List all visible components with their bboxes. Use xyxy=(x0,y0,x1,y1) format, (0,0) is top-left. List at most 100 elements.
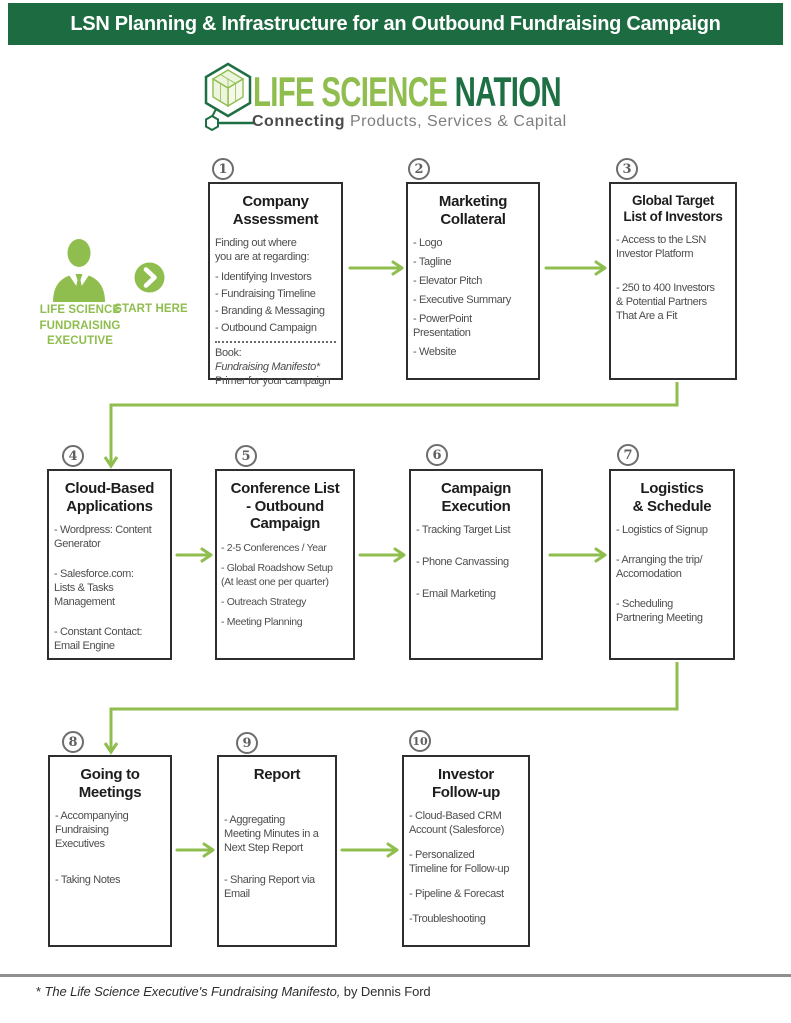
step-title: Campaign Execution xyxy=(440,480,512,515)
arrow-step4-step5 xyxy=(175,547,213,563)
step-box-5: Conference List - Outbound Campaign - 2-… xyxy=(215,469,355,660)
brand-name-light: LIFE SCIENCE xyxy=(253,68,448,115)
step-bullet: - Global Roadshow Setup (At least one pe… xyxy=(221,562,333,588)
step-bullet: - Branding & Messaging xyxy=(215,305,325,318)
step-box-3: Global Target List of Investors - Access… xyxy=(609,182,737,380)
step-bullet: - Elevator Pitch xyxy=(413,275,482,288)
footer-divider xyxy=(0,974,791,977)
header-banner: LSN Planning & Infrastructure for an Out… xyxy=(8,3,783,45)
step-bullet: - Meeting Planning xyxy=(221,616,303,629)
step-bullet: - 250 to 400 Investors & Potential Partn… xyxy=(616,281,715,322)
step-bullet: - Scheduling Partnering Meeting xyxy=(616,598,703,625)
footnote-author: by Dennis Ford xyxy=(340,984,431,999)
page-title: LSN Planning & Infrastructure for an Out… xyxy=(70,12,721,35)
step-number-badge-5: 5 xyxy=(235,445,257,467)
step-bullet: - Accompanying Fundraising Executives xyxy=(55,810,129,851)
hexagon-cube-logo-icon xyxy=(204,62,254,132)
step-bullet: - Tracking Target List xyxy=(416,524,511,537)
brand-tagline: Connecting Products, Services & Capital xyxy=(252,113,567,131)
persona-label: LIFE SCIENCE FUNDRAISING EXECUTIVE xyxy=(39,304,121,348)
arrow-step3-step4 xyxy=(103,382,679,469)
step-bullet: - Access to the LSN Investor Platform xyxy=(616,233,706,260)
step-box-10: Investor Follow-up - Cloud-Based CRM Acc… xyxy=(402,755,530,947)
step-title: Marketing Collateral xyxy=(438,193,508,228)
step-body: - 2-5 Conferences / Year - Global Roadsh… xyxy=(217,542,353,630)
step-bullet: - Personalized Timeline for Follow-up xyxy=(409,849,510,876)
step-bullet: - Website xyxy=(413,346,457,359)
step-bullet: - Sharing Report via Email xyxy=(224,873,315,900)
footnote-book-title: The Life Science Executive's Fundraising… xyxy=(44,984,341,999)
step-body: - Logo - Tagline - Elevator Pitch - Exec… xyxy=(408,237,538,360)
step-body: - Logistics of Signup - Arranging the tr… xyxy=(611,524,733,626)
step-title: Logistics & Schedule xyxy=(632,480,712,515)
step-bullet: - Fundraising Timeline xyxy=(215,288,316,301)
step-box-1: Company Assessment Finding out where you… xyxy=(208,182,343,387)
brand-tagline-rest: Products, Services & Capital xyxy=(345,113,567,130)
step-number-badge-3: 3 xyxy=(616,158,638,180)
start-here-label: START HERE xyxy=(114,303,188,315)
step-bullet: - Identifying Investors xyxy=(215,271,312,284)
step-bullet: - PowerPoint Presentation xyxy=(413,313,472,340)
brand-tagline-bold: Connecting xyxy=(252,113,345,130)
step-title: Investor Follow-up xyxy=(431,766,501,801)
step-bullet: - Logistics of Signup xyxy=(616,524,708,537)
book-title: Fundraising Manifesto* xyxy=(215,360,320,373)
step-body: - Tracking Target List - Phone Canvassin… xyxy=(411,524,541,602)
step-bullet: - Tagline xyxy=(413,256,452,269)
step-number-badge-9: 9 xyxy=(236,732,258,754)
step-body: - Aggregating Meeting Minutes in a Next … xyxy=(219,814,335,902)
step-number-badge-7: 7 xyxy=(617,444,639,466)
step-bullet: - 2-5 Conferences / Year xyxy=(221,542,327,555)
step-number-badge-10: 10 xyxy=(409,730,431,752)
step-box-4: Cloud-Based Applications - Wordpress: Co… xyxy=(47,469,172,660)
step-body: Finding out where you are at regarding: … xyxy=(210,237,341,388)
footnote-marker: * xyxy=(36,984,45,999)
book-note: Primer for your campaign xyxy=(215,374,331,387)
arrow-step6-step7 xyxy=(548,547,607,563)
step-bullet: - Executive Summary xyxy=(413,294,511,307)
step-title: Report xyxy=(253,766,301,783)
step-bullet: - Cloud-Based CRM Account (Salesforce) xyxy=(409,810,505,837)
step-number-badge-4: 4 xyxy=(62,445,84,467)
arrow-step7-step8 xyxy=(103,662,679,755)
step-bullet: -Troubleshooting xyxy=(409,913,486,926)
arrow-step5-step6 xyxy=(358,547,406,563)
step-number-badge-1: 1 xyxy=(212,158,234,180)
arrow-step9-step10 xyxy=(340,842,399,858)
chevron-right-circle-icon xyxy=(134,262,165,293)
arrow-step2-step3 xyxy=(544,260,607,276)
step-title: Going to Meetings xyxy=(78,766,142,801)
step-body: - Wordpress: Content Generator - Salesfo… xyxy=(49,524,170,654)
brand-name: LIFE SCIENCE NATION xyxy=(253,68,562,116)
step-bullet: - Aggregating Meeting Minutes in a Next … xyxy=(224,813,319,854)
step-body: - Accompanying Fundraising Executives - … xyxy=(50,810,170,888)
step-body: - Cloud-Based CRM Account (Salesforce) -… xyxy=(404,810,528,927)
step-box-2: Marketing Collateral - Logo - Tagline - … xyxy=(406,182,540,380)
footnote: * The Life Science Executive's Fundraisi… xyxy=(36,984,431,999)
step-bullet: - Wordpress: Content Generator xyxy=(54,524,152,551)
step-bullet: - Outreach Strategy xyxy=(221,596,306,609)
step-bullet: - Salesforce.com: Lists & Tasks Manageme… xyxy=(54,568,134,609)
step-box-7: Logistics & Schedule - Logistics of Sign… xyxy=(609,469,735,660)
arrow-step1-step2 xyxy=(348,260,404,276)
step-title: Global Target List of Investors xyxy=(623,193,723,224)
step-title: Cloud-Based Applications xyxy=(64,480,155,515)
step-bullet: - Arranging the trip/ Accomodation xyxy=(616,554,703,581)
step-bullet: - Outbound Campaign xyxy=(215,322,317,335)
step-box-8: Going to Meetings - Accompanying Fundrai… xyxy=(48,755,172,947)
person-icon xyxy=(53,239,105,302)
step-title: Company Assessment xyxy=(232,193,319,228)
step-box-9: Report - Aggregating Meeting Minutes in … xyxy=(217,755,337,947)
step-bullet: - Constant Contact: Email Engine xyxy=(54,626,143,653)
step-number-badge-8: 8 xyxy=(62,731,84,753)
step-number-badge-6: 6 xyxy=(426,444,448,466)
step-bullet: - Phone Canvassing xyxy=(416,556,509,569)
step-bullet: - Pipeline & Forecast xyxy=(409,888,504,901)
step-intro: Finding out where you are at regarding: xyxy=(215,237,310,264)
step-bullet: - Logo xyxy=(413,237,443,250)
step-box-6: Campaign Execution - Tracking Target Lis… xyxy=(409,469,543,660)
brand-name-dark: NATION xyxy=(447,68,562,115)
book-label: Book: xyxy=(215,347,242,360)
arrow-step8-step9 xyxy=(175,842,215,858)
